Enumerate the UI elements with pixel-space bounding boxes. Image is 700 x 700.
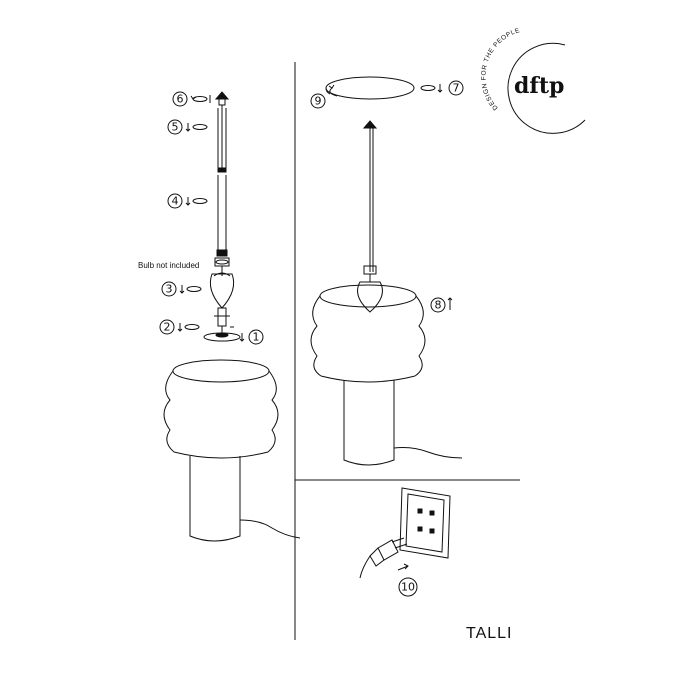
step-number: 4 [172, 195, 179, 208]
left-step-icons [177, 95, 245, 342]
brand-logo: DESIGN FOR THE PEOPLE dftp [480, 27, 586, 134]
step-marker-5: 5 [167, 119, 183, 135]
bulb-note: Bulb not included [138, 261, 199, 270]
step-marker-6: 6 [172, 91, 188, 107]
logo-text: dftp [514, 73, 564, 99]
logo-ring [507, 42, 586, 134]
step-marker-9: 9 [310, 93, 326, 109]
step-number: 3 [166, 283, 173, 296]
panel-dividers [294, 62, 520, 640]
step-number: 7 [453, 82, 460, 95]
step-number: 10 [401, 581, 415, 594]
step-number: 1 [253, 331, 260, 344]
exploded-lamp [163, 91, 301, 542]
step-marker-7: 7 [448, 80, 464, 96]
step-marker-8: 8 [430, 297, 446, 313]
assembled-lamp [310, 76, 463, 466]
step-markers: 6 5 4 3 2 1 9 7 [159, 80, 464, 597]
step-number: 6 [177, 93, 184, 106]
step-marker-2: 2 [159, 319, 175, 335]
product-name: TALLI [466, 625, 513, 642]
step-number: 9 [315, 95, 322, 108]
step-number: 5 [172, 121, 179, 134]
step-marker-3: 3 [161, 281, 177, 297]
step-number: 2 [164, 321, 171, 334]
right-step-icons [420, 84, 453, 310]
step-marker-10: 10 [398, 577, 418, 597]
step-number: 8 [435, 299, 442, 312]
step-marker-4: 4 [167, 193, 183, 209]
plug-and-socket [359, 487, 451, 579]
step-marker-1: 1 [248, 329, 264, 345]
